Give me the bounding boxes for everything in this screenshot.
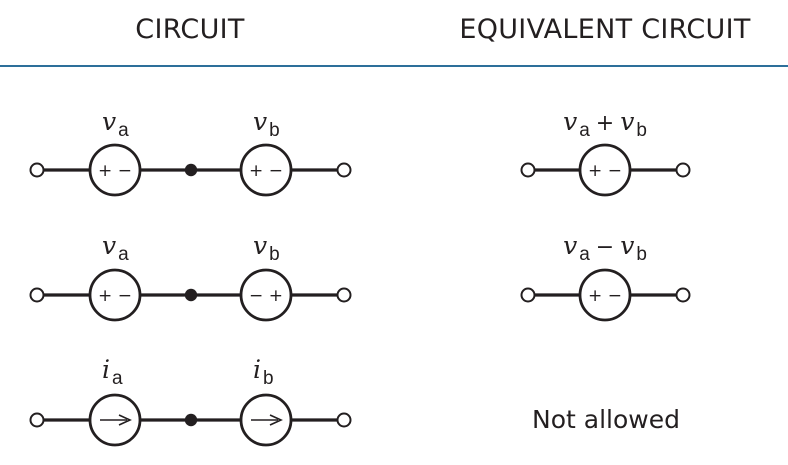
not-allowed-text: Not allowed: [532, 405, 680, 434]
header-divider: [0, 65, 788, 67]
header: CIRCUIT EQUIVALENT CIRCUIT: [0, 0, 788, 68]
right-arrow-icon: [100, 414, 132, 426]
equivalent-source-circle: [578, 268, 632, 322]
equivalent-source-circle: [578, 143, 632, 197]
junction-node: [184, 413, 198, 427]
polarity-signs: + −: [588, 286, 622, 306]
junction-node: [184, 163, 198, 177]
left-terminal: [520, 287, 536, 303]
circuit-column-title: CIRCUIT: [135, 14, 245, 45]
arrow-head: [269, 414, 283, 426]
equivalent-circuit-column-title: EQUIVALENT CIRCUIT: [459, 14, 751, 45]
left-terminal: [29, 162, 45, 178]
source-circle: [239, 268, 293, 322]
right-terminal: [675, 162, 691, 178]
right-terminal: [336, 287, 352, 303]
right-arrow-icon: [251, 414, 283, 426]
source-circle: [88, 268, 142, 322]
polarity-signs: − +: [249, 286, 283, 306]
polarity-signs: + −: [249, 161, 283, 181]
arrow-head: [118, 414, 132, 426]
polarity-signs: + −: [588, 161, 622, 181]
right-terminal: [336, 162, 352, 178]
equivalent-row-3: Not allowed: [532, 405, 680, 434]
junction-node: [184, 288, 198, 302]
right-terminal: [336, 412, 352, 428]
source-circle: [239, 143, 293, 197]
right-terminal: [675, 287, 691, 303]
source-circle: [88, 143, 142, 197]
polarity-signs: + −: [98, 161, 132, 181]
left-terminal: [520, 162, 536, 178]
left-terminal: [29, 412, 45, 428]
polarity-signs: + −: [98, 286, 132, 306]
left-terminal: [29, 287, 45, 303]
